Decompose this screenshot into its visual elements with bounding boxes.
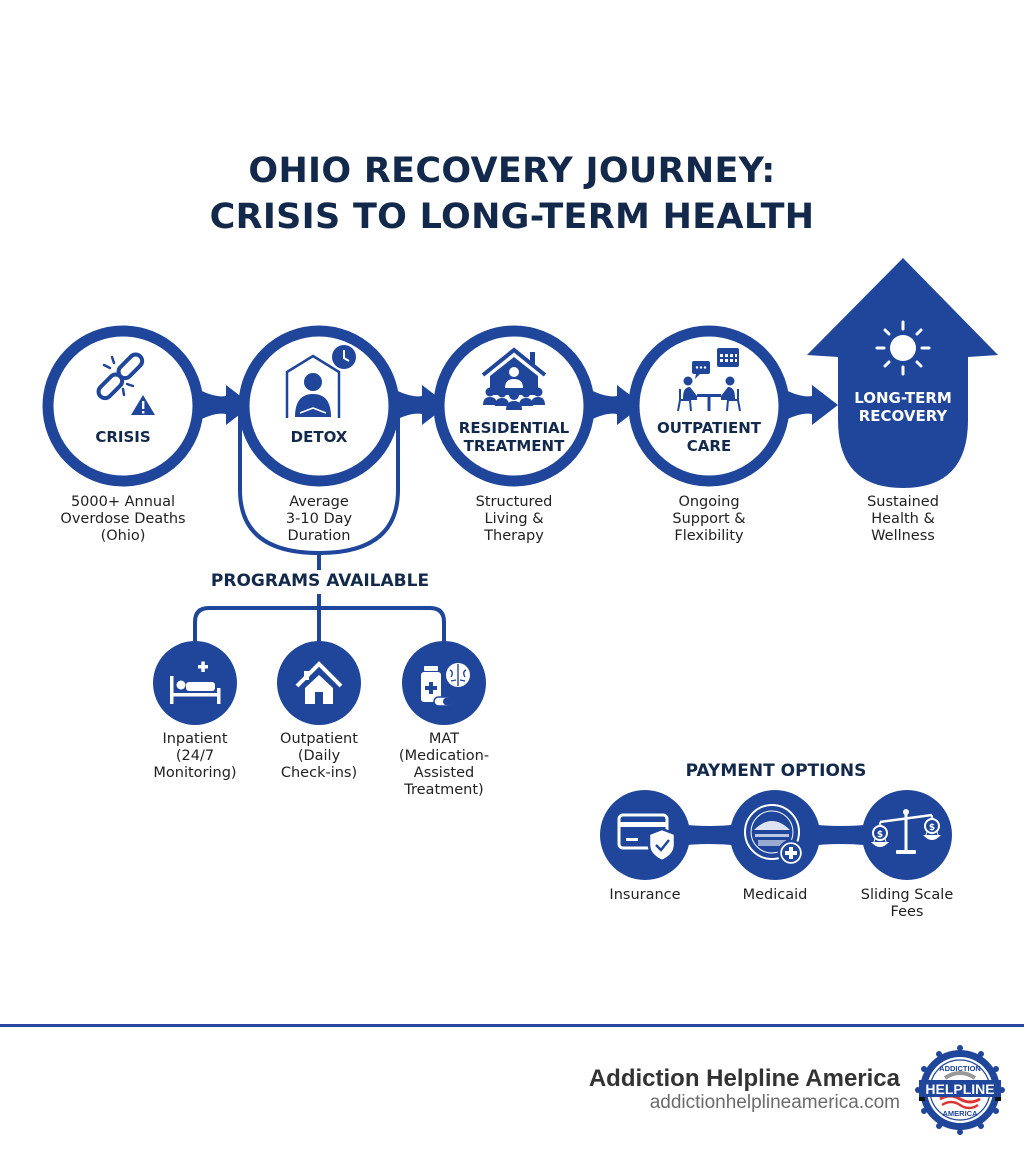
stage-crisis-description: 5000+ Annual Overdose Deaths (Ohio) [43, 494, 203, 545]
program-label-line: Monitoring) [153, 765, 237, 781]
stage-detox-description: Average 3-10 Day Duration [249, 494, 389, 545]
desc-line: Living & [484, 511, 544, 527]
program-label-line: Check-ins) [280, 765, 358, 781]
stage-long-term-label-line-2: RECOVERY [858, 407, 948, 425]
program-label-line: Inpatient [162, 731, 228, 747]
arrow-outpatient-to-recovery [782, 385, 838, 425]
programs-branch-connector [193, 606, 446, 643]
broken-chain-warning-icon [96, 352, 155, 415]
page-title-line-2: CRISIS TO LONG-TERM HEALTH [209, 197, 815, 237]
stage-long-term-description: Sustained Health & Wellness [833, 494, 973, 545]
desc-line: Health & [871, 511, 935, 527]
desc-line: 5000+ Annual [70, 494, 176, 510]
page-title-line-1: OHIO RECOVERY JOURNEY: [248, 151, 776, 191]
payment-label-line: Sliding Scale [860, 887, 954, 903]
insurance-card-shield-icon [617, 813, 677, 863]
programs-heading: PROGRAMS AVAILABLE [210, 571, 430, 591]
footer-brand: Addiction Helpline America addictionhelp… [589, 1066, 900, 1114]
helpline-badge-logo: HELPLINE ADDICTION AMERICA [915, 1045, 1005, 1135]
payment-insurance-label: Insurance [585, 887, 705, 904]
desc-line: Structured [475, 494, 553, 510]
sun-icon [875, 320, 931, 376]
program-label-line: (24/7 [175, 748, 215, 764]
stage-crisis-ring [42, 325, 204, 487]
ohio-seal-medical-cross-icon [744, 804, 805, 867]
badge-middle-text: HELPLINE [925, 1081, 994, 1097]
stage-residential-description: Structured Living & Therapy [444, 494, 584, 545]
stage-residential-label-line-2: TREATMENT [463, 437, 565, 455]
stage-detox-label: DETOX [290, 428, 348, 446]
brand-url[interactable]: addictionhelplineamerica.com [649, 1092, 900, 1113]
payment-sliding-scale-label: Sliding Scale Fees [842, 887, 972, 921]
badge-bottom-text: AMERICA [943, 1109, 979, 1118]
desc-line: Therapy [484, 528, 544, 544]
balance-scale-dollar-icon: $ $ [871, 809, 941, 854]
desc-line: Wellness [871, 528, 935, 544]
stage-residential-label-line-1: RESIDENTIAL [458, 419, 570, 437]
hospital-bed-icon [170, 661, 221, 704]
payment-options-heading: PAYMENT OPTIONS [685, 761, 867, 781]
house-group-icon [481, 347, 547, 410]
arrow-detox-to-residential [392, 385, 448, 425]
desc-line: Overdose Deaths [60, 511, 186, 527]
program-label-line: Assisted [413, 765, 475, 781]
stage-crisis-label: CRISIS [95, 428, 151, 446]
arrow-residential-to-outpatient [587, 385, 643, 425]
payment-label-line: Insurance [609, 887, 681, 903]
stage-outpatient-label-line-1: OUTPATIENT [656, 419, 762, 437]
brand-name: Addiction Helpline America [588, 1065, 900, 1092]
desc-line: Support & [672, 511, 746, 527]
stage-outpatient-description: Ongoing Support & Flexibility [639, 494, 779, 545]
desc-line: Duration [287, 528, 351, 544]
payment-label-line: Fees [890, 904, 924, 920]
desc-line: Sustained [867, 494, 939, 510]
desc-line: Flexibility [674, 528, 744, 544]
footer-divider [0, 1024, 1024, 1027]
program-label-line: MAT [428, 731, 460, 747]
stage-long-term-label-line-1: LONG-TERM [854, 389, 952, 407]
desc-line: (Ohio) [100, 528, 146, 544]
program-label-line: (Daily [297, 748, 341, 764]
payment-label-line: Medicaid [742, 887, 808, 903]
desc-line: 3-10 Day [285, 511, 353, 527]
program-outpatient-label: Outpatient (Daily Check-ins) [254, 731, 384, 782]
counseling-table-calendar-icon [677, 348, 741, 412]
program-label-line: Outpatient [280, 731, 358, 747]
program-mat-circle [402, 641, 486, 725]
payment-medicaid-label: Medicaid [715, 887, 835, 904]
svg-text:$: $ [929, 823, 935, 833]
stage-outpatient-label-line-2: CARE [686, 437, 732, 455]
svg-text:$: $ [877, 830, 883, 840]
program-label-line: Treatment) [404, 782, 484, 798]
arrow-crisis-to-detox [196, 385, 252, 425]
badge-top-text: ADDICTION [939, 1064, 981, 1073]
desc-line: Ongoing [678, 494, 740, 510]
program-inpatient-label: Inpatient (24/7 Monitoring) [130, 731, 260, 782]
program-mat-label: MAT (Medication- Assisted Treatment) [379, 731, 509, 799]
program-label-line: (Medication- [398, 748, 490, 764]
medication-brain-icon [421, 663, 470, 707]
person-in-house-clock-icon [285, 345, 356, 418]
desc-line: Average [289, 494, 349, 510]
house-icon [295, 661, 343, 704]
